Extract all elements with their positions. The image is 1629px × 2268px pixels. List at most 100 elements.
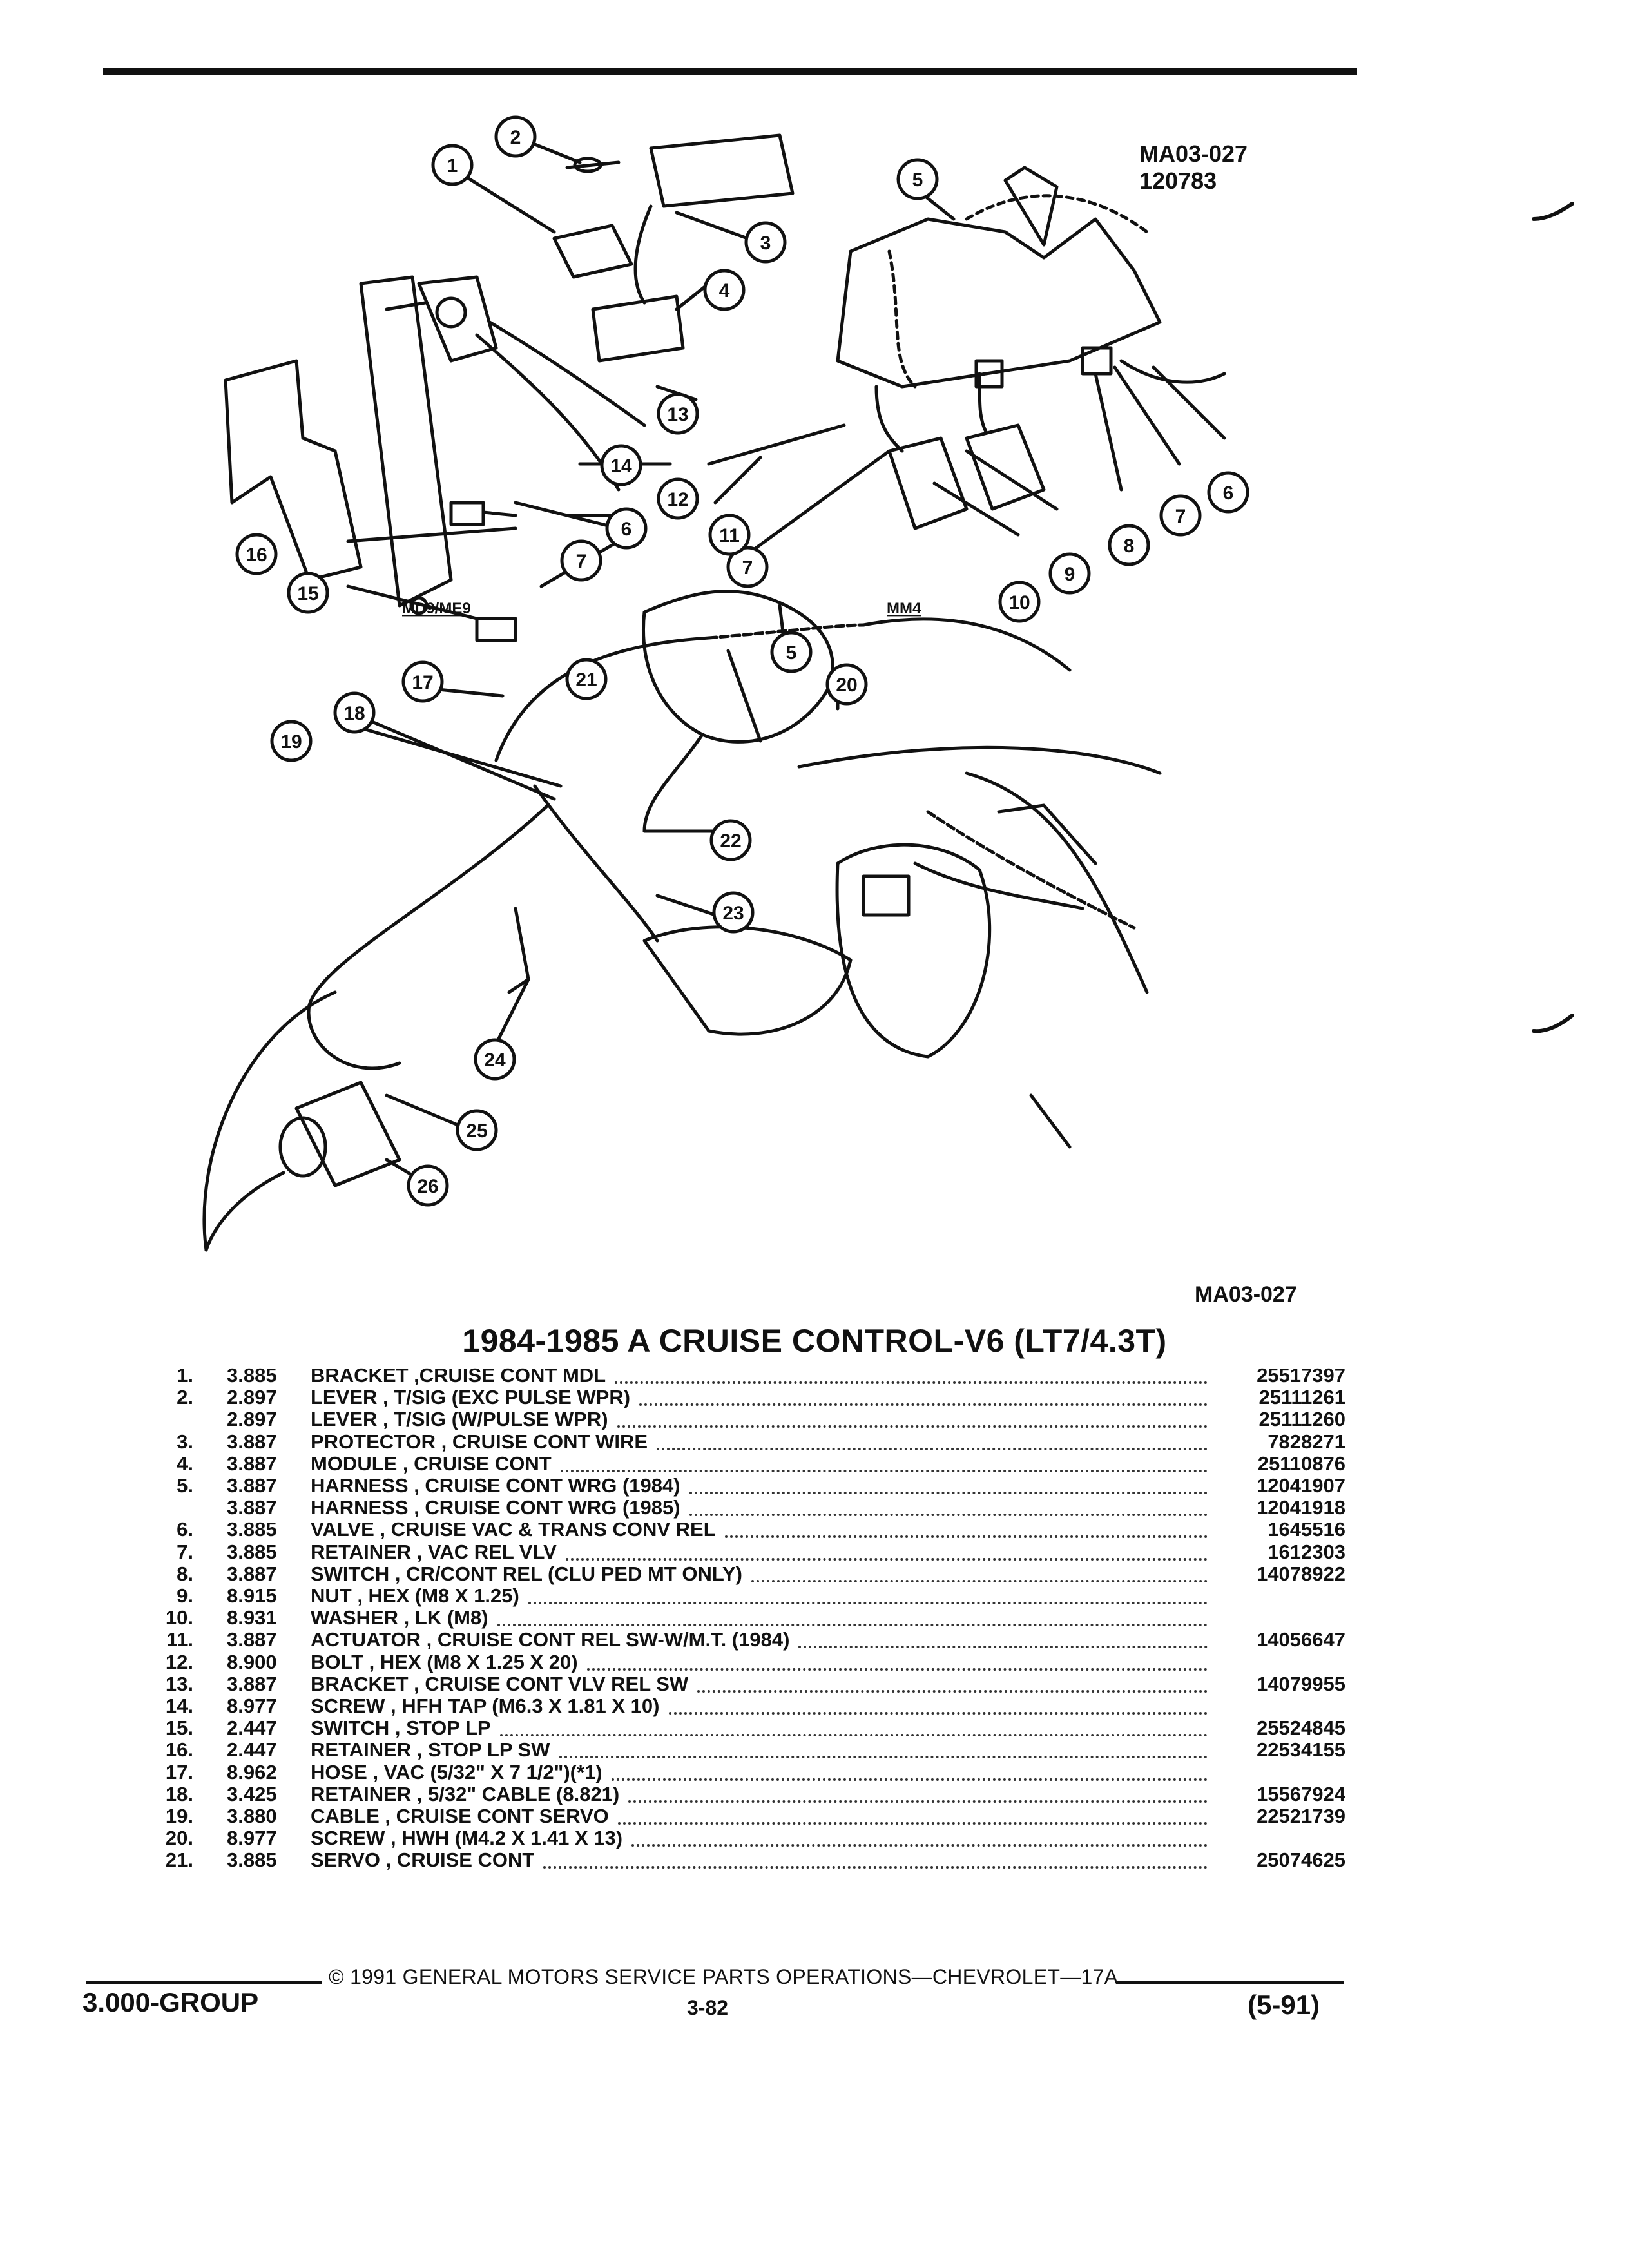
footer-page-number: 3-82 <box>687 1996 729 2019</box>
svg-text:5: 5 <box>912 169 923 191</box>
parts-row-part-number: 14079955 <box>1257 1672 1345 1695</box>
svg-text:24: 24 <box>484 1050 506 1071</box>
parts-row-number: 7. <box>177 1540 193 1563</box>
svg-text:11: 11 <box>719 525 740 546</box>
svg-text:12: 12 <box>667 489 688 510</box>
parts-row-number: 17. <box>165 1760 193 1783</box>
parts-row-leader-dots <box>615 1381 1208 1384</box>
parts-row-leader-dots <box>618 1822 1208 1825</box>
parts-row-group: 3.887 <box>227 1496 277 1519</box>
parts-row-leader-dots <box>697 1689 1208 1693</box>
parts-row-group: 2.447 <box>227 1738 277 1762</box>
parts-row-description: SCREW , HWH (M4.2 X 1.41 X 13) <box>311 1827 623 1850</box>
parts-row-number: 15. <box>165 1716 193 1740</box>
parts-row-number: 10. <box>165 1606 193 1629</box>
callout-15: 15 <box>287 572 329 614</box>
parts-row-number: 4. <box>177 1452 193 1475</box>
parts-row-part-number: 25524845 <box>1257 1716 1345 1740</box>
callout-21: 21 <box>565 658 608 700</box>
parts-row-description: SWITCH , CR/CONT REL (CLU PED MT ONLY) <box>311 1562 742 1585</box>
parts-row-leader-dots <box>559 1756 1208 1759</box>
svg-text:1: 1 <box>447 155 458 177</box>
parts-row-number: 2. <box>177 1386 193 1409</box>
parts-row-description: MODULE , CRUISE CONT <box>311 1452 552 1475</box>
parts-row-group: 8.931 <box>227 1606 277 1629</box>
parts-row-description: SERVO , CRUISE CONT <box>311 1849 535 1872</box>
top-rule <box>103 68 1357 75</box>
parts-row-leader-dots <box>631 1844 1208 1847</box>
footer-copyright: © 1991 GENERAL MOTORS SERVICE PARTS OPER… <box>329 1965 1119 1988</box>
parts-row-group: 2.897 <box>227 1386 277 1409</box>
margin-hook-1 <box>1532 202 1574 221</box>
parts-row-group: 8.915 <box>227 1584 277 1607</box>
callout-14: 14 <box>600 444 642 486</box>
parts-row-description: LEVER , T/SIG (W/PULSE WPR) <box>311 1408 608 1431</box>
parts-row-number: 11. <box>166 1628 193 1651</box>
svg-text:15: 15 <box>297 583 318 604</box>
page-title: 1984-1985 A CRUISE CONTROL-V6 (LT7/4.3T) <box>462 1323 1167 1359</box>
parts-row-group: 3.887 <box>227 1430 277 1453</box>
illustration-code-bottom-right: MA03-027 <box>1195 1282 1297 1307</box>
parts-row-group: 3.887 <box>227 1672 277 1695</box>
callout-16: 16 <box>235 533 278 575</box>
callout-17: 17 <box>401 660 444 703</box>
parts-row-leader-dots <box>725 1535 1208 1539</box>
parts-row-description: WASHER , LK (M8) <box>311 1606 488 1629</box>
callout-18: 18 <box>333 691 376 734</box>
parts-row-leader-dots <box>639 1403 1208 1407</box>
callout-6-left: 6 <box>605 507 648 550</box>
footer-revision: (5-91) <box>1248 1990 1320 2020</box>
parts-row-description: HARNESS , CRUISE CONT WRG (1985) <box>311 1496 680 1519</box>
parts-row-leader-dots <box>669 1712 1208 1715</box>
parts-row-part-number: 12041907 <box>1257 1474 1345 1497</box>
svg-text:5: 5 <box>786 642 797 664</box>
svg-text:13: 13 <box>667 404 688 425</box>
parts-row-leader-dots <box>617 1425 1208 1428</box>
parts-row-number: 16. <box>165 1738 193 1762</box>
parts-row-group: 3.880 <box>227 1805 277 1827</box>
parts-row-group: 3.887 <box>227 1628 277 1651</box>
svg-text:23: 23 <box>722 903 744 924</box>
parts-row-part-number: 22521739 <box>1257 1805 1345 1827</box>
parts-row: 10. 8.931 WASHER , LK (M8) <box>0 1607 1629 1629</box>
svg-text:6: 6 <box>621 519 632 540</box>
parts-row-group: 8.977 <box>227 1695 277 1717</box>
svg-text:14: 14 <box>610 456 632 477</box>
variant-label-md9: MD9/ME9 <box>402 600 471 617</box>
variant-label-mm4: MM4 <box>887 600 921 617</box>
parts-row-leader-dots <box>528 1602 1208 1604</box>
parts-row-number: 20. <box>165 1827 193 1850</box>
callout-22: 22 <box>709 819 752 861</box>
callout-11: 11 <box>708 514 751 556</box>
callout-23: 23 <box>712 891 755 934</box>
parts-row-description: CABLE , CRUISE CONT SERVO <box>311 1805 609 1827</box>
parts-row-number: 13. <box>165 1672 193 1695</box>
illustration-code-top-right: MA03-027 120783 <box>1139 140 1248 194</box>
parts-row-description: SWITCH , STOP LP <box>311 1716 491 1740</box>
svg-text:4: 4 <box>719 280 730 302</box>
parts-row-group: 2.897 <box>227 1408 277 1431</box>
parts-row-number: 5. <box>177 1474 193 1497</box>
parts-row-description: VALVE , CRUISE VAC & TRANS CONV REL <box>311 1518 716 1541</box>
parts-row-description: SCREW , HFH TAP (M6.3 X 1.81 X 10) <box>311 1695 660 1717</box>
parts-row-leader-dots <box>561 1469 1208 1472</box>
parts-row-group: 3.885 <box>227 1849 277 1872</box>
parts-row-description: LEVER , T/SIG (EXC PULSE WPR) <box>311 1386 631 1409</box>
footer-rule-left <box>86 1981 322 1984</box>
parts-row-description: RETAINER , 5/32" CABLE (8.821) <box>311 1782 620 1805</box>
callout-13: 13 <box>657 392 699 435</box>
callout-2: 2 <box>494 115 537 158</box>
margin-hook-2 <box>1532 1014 1574 1033</box>
parts-row-leader-dots <box>798 1646 1208 1649</box>
callout-25: 25 <box>456 1109 498 1151</box>
